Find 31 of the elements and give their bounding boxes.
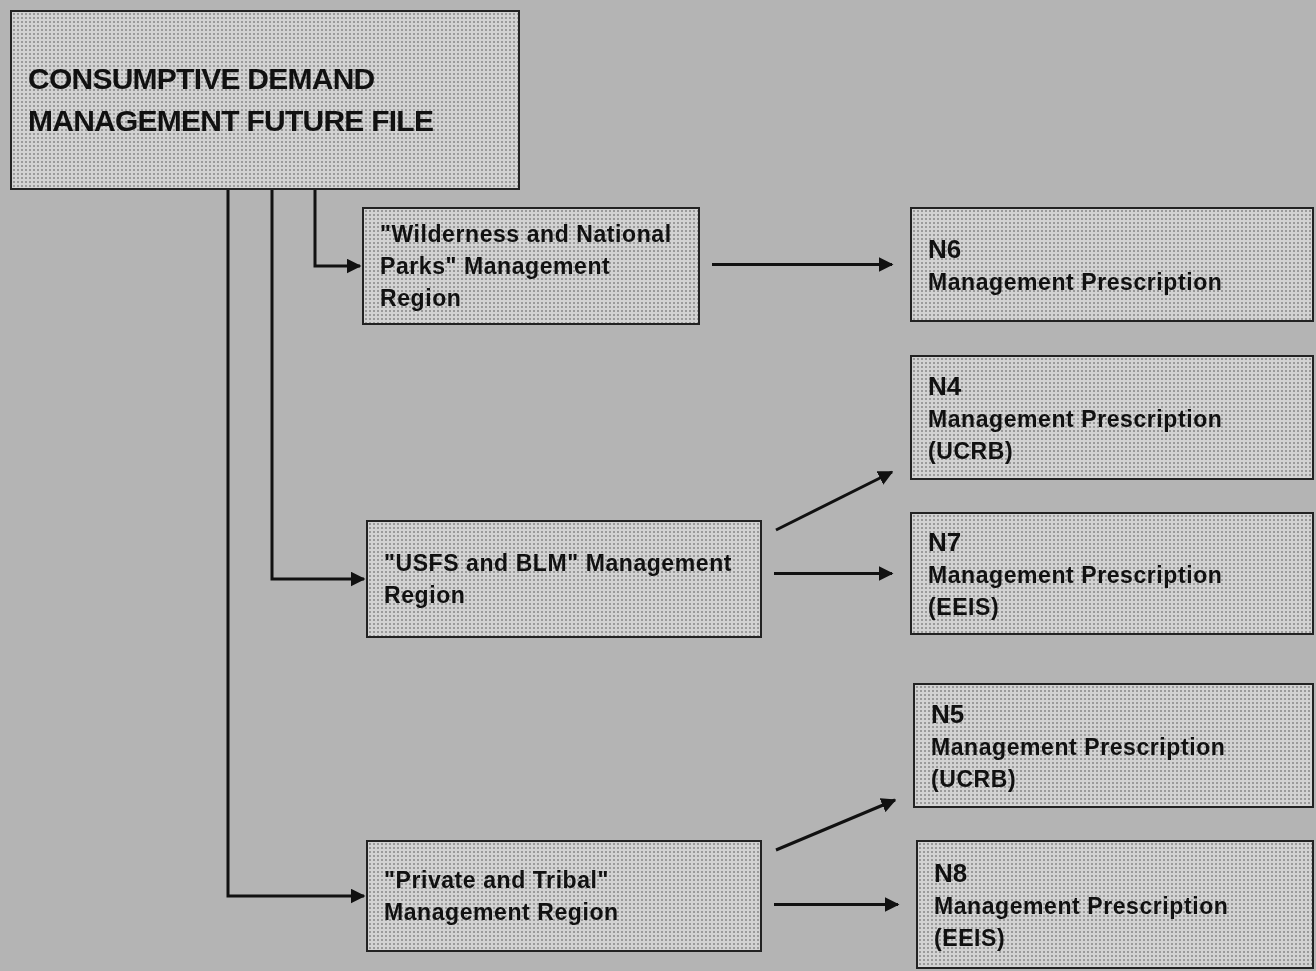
arrow xyxy=(774,897,900,912)
box-label: Management Prescription (UCRB) xyxy=(931,732,1227,794)
box-label: "Private and Tribal" Management Region xyxy=(384,866,620,927)
node-code: N8 xyxy=(934,856,969,890)
node-code: N7 xyxy=(928,525,963,559)
arrow xyxy=(712,257,894,272)
box-label: "Wilderness and National Parks" Management Region xyxy=(380,220,673,313)
arrow xyxy=(775,798,897,852)
arrow xyxy=(775,470,894,532)
title-text: CONSUMPTIVE DEMAND MANAGEMENT FUTURE FILE xyxy=(28,61,435,139)
process-box xyxy=(916,840,1314,969)
process-box xyxy=(910,355,1314,480)
process-box xyxy=(362,207,700,325)
process-box xyxy=(366,840,762,952)
node-code: N5 xyxy=(931,697,966,731)
arrow xyxy=(313,190,362,274)
process-box xyxy=(366,520,762,638)
process-box xyxy=(10,10,520,190)
process-box xyxy=(913,683,1314,808)
process-box xyxy=(910,512,1314,635)
box-label: Management Prescription (EEIS) xyxy=(928,560,1224,622)
box-label: Management Prescription (UCRB) xyxy=(928,404,1224,466)
node-code: N4 xyxy=(928,369,963,403)
arrow xyxy=(226,190,366,904)
node-code: N6 xyxy=(928,232,963,266)
box-label: "USFS and BLM" Management Region xyxy=(384,549,733,610)
arrow xyxy=(774,566,894,581)
arrow xyxy=(270,190,366,587)
box-label: Management Prescription xyxy=(928,267,1224,297)
process-box xyxy=(910,207,1314,322)
box-label: Management Prescription (EEIS) xyxy=(934,891,1230,953)
